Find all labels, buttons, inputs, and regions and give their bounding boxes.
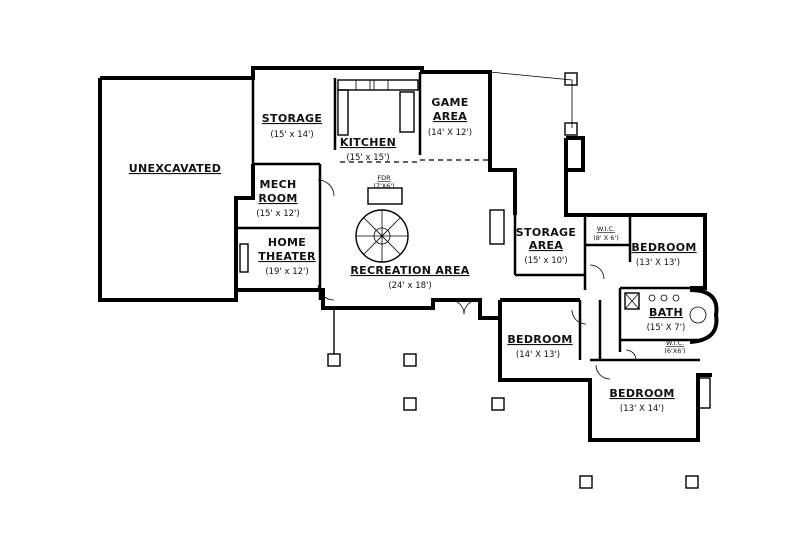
room-wic-size: (8' X 6') (593, 234, 619, 242)
room-theater-size: (19' x 12') (265, 267, 308, 277)
post-marker (564, 122, 578, 136)
room-storage-top-size: (15' x 14') (270, 130, 313, 140)
bath-bay-window (689, 288, 719, 344)
room-storage-top: STORAGE (262, 112, 322, 125)
room-theater-line2: THEATER (258, 250, 316, 263)
room-unexcavated: UNEXCAVATED (129, 162, 221, 175)
room-bedroom-bottom: BEDROOM (609, 387, 674, 400)
room-game-area-line2: AREA (433, 110, 467, 123)
post-marker (564, 72, 578, 86)
room-mech-line1: MECH (260, 178, 297, 191)
room-game-area-size: (14' X 12') (428, 128, 472, 138)
room-mech-line2: ROOM (258, 192, 297, 205)
exterior-walls (98, 66, 712, 442)
room-wic-small-size: (6'X6') (664, 347, 685, 355)
room-kitchen-size: (15' x 15') (346, 153, 389, 163)
room-bath-size: (15' X 7') (647, 323, 686, 333)
room-bedroom-mid: BEDROOM (507, 333, 572, 346)
room-storage-mid-size: (15' x 10') (524, 256, 567, 266)
room-bedroom-right-size: (13' X 13') (636, 258, 680, 268)
patio-posts (327, 308, 699, 489)
room-storage-mid-line1: STORAGE (516, 226, 576, 239)
room-theater-line1: HOME (268, 236, 306, 249)
room-recreation: RECREATION AREA (350, 264, 469, 277)
room-game-area-line1: GAME (431, 96, 468, 109)
porch-outline (489, 71, 573, 128)
bath-fixtures (624, 292, 680, 310)
interior-walls (236, 72, 700, 362)
room-bath: BATH (649, 306, 683, 319)
room-bedroom-right: BEDROOM (631, 241, 696, 254)
fireplace-bedroom (697, 377, 711, 409)
room-wic-small: W.I.C. (666, 339, 684, 347)
room-fdr-size: (7'X6') (373, 182, 394, 190)
media-unit (239, 243, 249, 273)
spiral-staircase (355, 187, 409, 263)
room-kitchen: KITCHEN (340, 136, 396, 149)
room-storage-mid-line2: AREA (529, 239, 563, 252)
room-fdr: FDR (377, 174, 391, 182)
room-bedroom-bottom-size: (13' X 14') (620, 404, 664, 414)
room-bedroom-mid-size: (14' X 13') (516, 350, 560, 360)
fireplace (489, 209, 505, 245)
room-wic: W.I.C. (597, 225, 615, 233)
room-mech-size: (15' x 12') (256, 209, 299, 219)
doors (317, 179, 637, 380)
tub-icon (689, 306, 707, 324)
kitchen-fixtures (337, 79, 419, 136)
room-recreation-size: (24' x 18') (388, 281, 431, 291)
